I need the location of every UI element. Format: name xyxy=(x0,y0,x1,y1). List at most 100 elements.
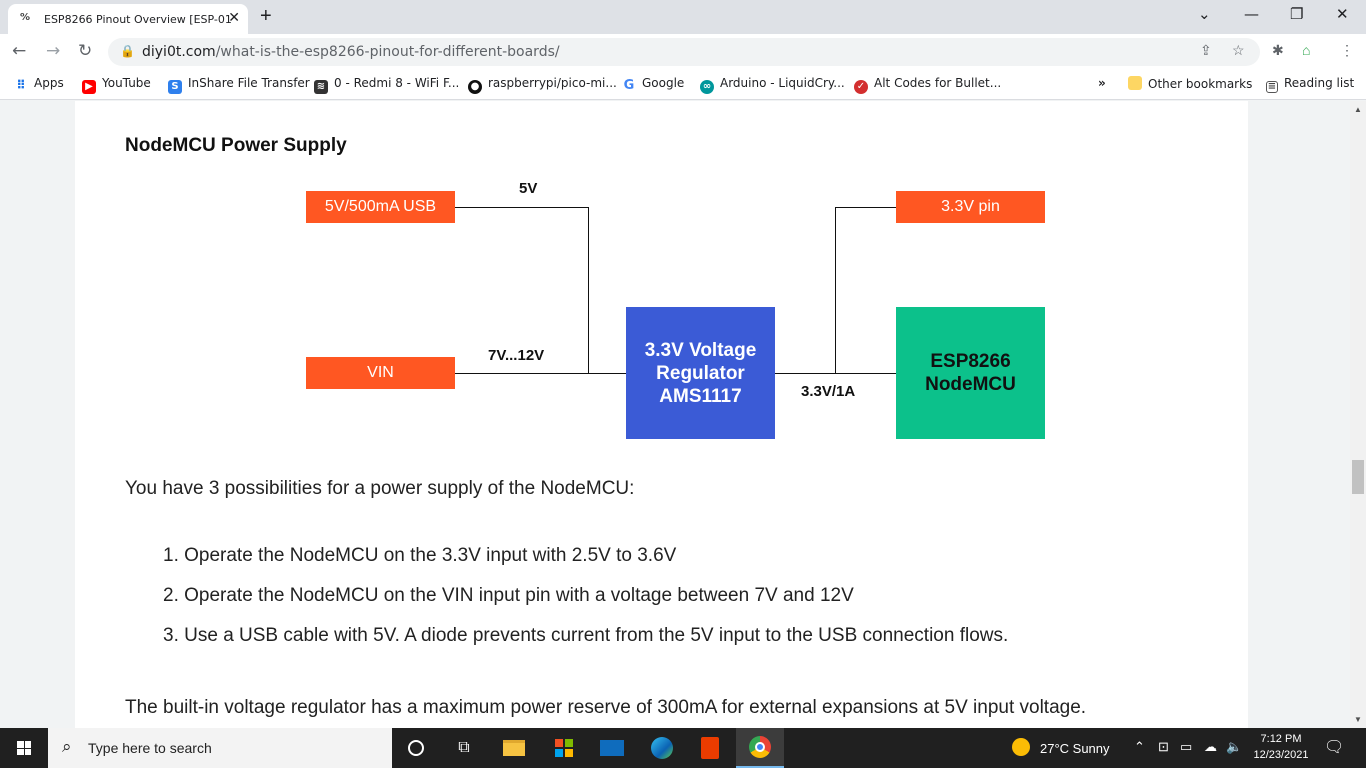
task-view-icon[interactable]: ⧉ xyxy=(458,739,470,756)
esp-line-2: NodeMCU xyxy=(925,374,1016,395)
search-icon: ⌕ xyxy=(62,737,72,756)
lock-icon[interactable]: 🔒 xyxy=(120,44,135,58)
chrome-taskbar-icon[interactable] xyxy=(736,728,784,768)
section-title: NodeMCU Power Supply xyxy=(125,135,347,156)
bookmark-redmi[interactable]: ≋0 - Redmi 8 - WiFi F... xyxy=(314,76,459,94)
weather-text[interactable]: 27°C Sunny xyxy=(1040,741,1110,756)
reload-icon[interactable]: ↻ xyxy=(78,41,93,61)
browser-tab[interactable]: % ESP8266 Pinout Overview [ESP-01 ✕ xyxy=(8,4,248,34)
show-hidden-icons-chevron-icon[interactable]: ⌃ xyxy=(1134,739,1145,754)
esp8266-nodemcu-block: ESP8266 NodeMCU xyxy=(896,307,1045,439)
network-icon[interactable]: ⊡ xyxy=(1158,739,1169,754)
bookmark-arduino[interactable]: ∞Arduino - LiquidCry... xyxy=(700,76,845,94)
article-content: NodeMCU Power Supply 5V/500mA USB VIN 3.… xyxy=(75,101,1248,728)
apps-grid-icon: ⠿ xyxy=(16,78,26,92)
wire-usb-horizontal xyxy=(455,207,589,208)
system-clock[interactable]: 7:12 PM 12/23/2021 xyxy=(1248,731,1314,763)
chrome-menu-icon[interactable]: ⋮ xyxy=(1340,42,1354,58)
wifi-router-icon: ≋ xyxy=(314,80,328,94)
reading-list[interactable]: ≡Reading list xyxy=(1266,76,1355,93)
vin-input-box: VIN xyxy=(306,357,455,389)
intro-paragraph: You have 3 possibilities for a power sup… xyxy=(125,478,635,499)
wire-vin xyxy=(455,373,626,374)
github-icon: ● xyxy=(468,80,482,94)
page-viewport: NodeMCU Power Supply 5V/500mA USB VIN 3.… xyxy=(0,101,1350,728)
inshare-icon: S xyxy=(168,80,182,94)
onedrive-cloud-icon[interactable]: ☁ xyxy=(1204,739,1217,754)
start-button[interactable] xyxy=(0,728,48,768)
wire-pin-horizontal xyxy=(835,207,897,208)
wire-pin-vertical xyxy=(835,207,836,373)
mail-icon[interactable] xyxy=(588,728,636,768)
bookmarks-overflow-button[interactable]: » xyxy=(1098,76,1106,90)
clock-time: 7:12 PM xyxy=(1260,733,1302,745)
minimize-icon[interactable]: — xyxy=(1244,5,1259,23)
label-vin-range: 7V...12V xyxy=(488,347,545,364)
clock-date: 12/23/2021 xyxy=(1253,749,1309,761)
scroll-down-icon[interactable]: ▼ xyxy=(1354,715,1362,724)
regulator-line-2: Regulator xyxy=(656,362,745,384)
wire-output xyxy=(775,373,896,374)
address-bar[interactable]: 🔒 diyi0t.com/what-is-the-esp8266-pinout-… xyxy=(108,38,1260,66)
wire-usb-vertical xyxy=(588,207,589,373)
power-options-list: 1. Operate the NodeMCU on the 3.3V input… xyxy=(163,545,1008,665)
site-favicon-icon: % xyxy=(20,12,31,23)
tab-strip: % ESP8266 Pinout Overview [ESP-01 ✕ + ⌄ … xyxy=(0,0,1366,34)
folder-icon xyxy=(1128,76,1142,90)
browser-toolbar: ← → ↻ 🔒 diyi0t.com/what-is-the-esp8266-p… xyxy=(0,34,1366,70)
weather-sun-icon[interactable] xyxy=(1012,738,1030,759)
bookmark-altcodes[interactable]: ✓Alt Codes for Bullet... xyxy=(854,76,1001,94)
label-output-current: 3.3V/1A xyxy=(801,383,856,400)
arduino-icon: ∞ xyxy=(700,80,714,94)
cortana-icon[interactable] xyxy=(392,728,440,768)
windows-logo-icon xyxy=(17,741,31,755)
profile-wifi-icon[interactable]: ⌂ xyxy=(1302,42,1311,58)
voltage-regulator-block: 3.3V Voltage Regulator AMS1117 xyxy=(626,307,775,439)
forward-arrow-icon[interactable]: → xyxy=(46,41,61,61)
google-icon: G xyxy=(623,78,635,93)
file-explorer-icon[interactable] xyxy=(490,728,538,768)
new-tab-button[interactable]: + xyxy=(260,5,272,27)
battery-icon[interactable]: ▭ xyxy=(1180,739,1193,754)
other-bookmarks[interactable]: Other bookmarks xyxy=(1128,76,1252,91)
bookmark-apps[interactable]: ⠿Apps xyxy=(14,76,63,92)
youtube-icon: ▶ xyxy=(82,80,96,94)
tab-close-icon[interactable]: ✕ xyxy=(228,9,240,25)
regulator-line-3: AMS1117 xyxy=(659,385,742,407)
scrollbar-thumb[interactable] xyxy=(1352,460,1364,494)
office-icon[interactable] xyxy=(686,728,734,768)
regulator-line-1: 3.3V Voltage xyxy=(644,339,757,361)
scroll-up-icon[interactable]: ▲ xyxy=(1354,105,1362,114)
page-scrollbar[interactable]: ▲ ▼ xyxy=(1350,101,1366,728)
list-item: 3. Use a USB cable with 5V. A diode prev… xyxy=(163,625,1009,646)
altcodes-icon: ✓ xyxy=(854,80,868,94)
window-close-icon[interactable]: ✕ xyxy=(1336,5,1349,23)
pin-33v-box: 3.3V pin xyxy=(896,191,1045,223)
taskbar-search[interactable]: ⌕ Type here to search xyxy=(48,728,392,768)
windows-taskbar: ⌕ Type here to search ⧉ 27°C Sunny ⌃ ⊡ ▭… xyxy=(0,728,1366,768)
list-item: 1. Operate the NodeMCU on the 3.3V input… xyxy=(163,545,677,566)
list-item: 2. Operate the NodeMCU on the VIN input … xyxy=(163,585,854,606)
volume-icon[interactable]: 🔈 xyxy=(1226,739,1243,754)
edge-icon[interactable] xyxy=(638,728,686,768)
esp-line-1: ESP8266 xyxy=(930,351,1011,372)
bookmark-github[interactable]: ●raspberrypi/pico-mi... xyxy=(468,76,617,94)
restore-icon[interactable]: ❐ xyxy=(1290,5,1304,23)
bookmark-star-icon[interactable]: ☆ xyxy=(1232,42,1245,58)
microsoft-store-icon[interactable] xyxy=(540,728,588,768)
tab-title: ESP8266 Pinout Overview [ESP-01 xyxy=(44,13,232,26)
extensions-puzzle-icon[interactable]: ✱ xyxy=(1272,42,1284,58)
reading-list-icon: ≡ xyxy=(1266,81,1278,93)
search-placeholder: Type here to search xyxy=(88,740,212,756)
share-icon[interactable]: ⇪ xyxy=(1200,42,1212,58)
tab-search-chevron-icon[interactable]: ⌄ xyxy=(1198,5,1211,23)
notifications-icon[interactable]: 🗨 xyxy=(1324,739,1345,756)
usb-input-box: 5V/500mA USB xyxy=(306,191,455,223)
url-text[interactable]: diyi0t.com/what-is-the-esp8266-pinout-fo… xyxy=(142,44,560,60)
label-5v: 5V xyxy=(519,180,538,197)
back-arrow-icon[interactable]: ← xyxy=(12,41,27,61)
bookmark-youtube[interactable]: ▶YouTube xyxy=(82,76,151,94)
